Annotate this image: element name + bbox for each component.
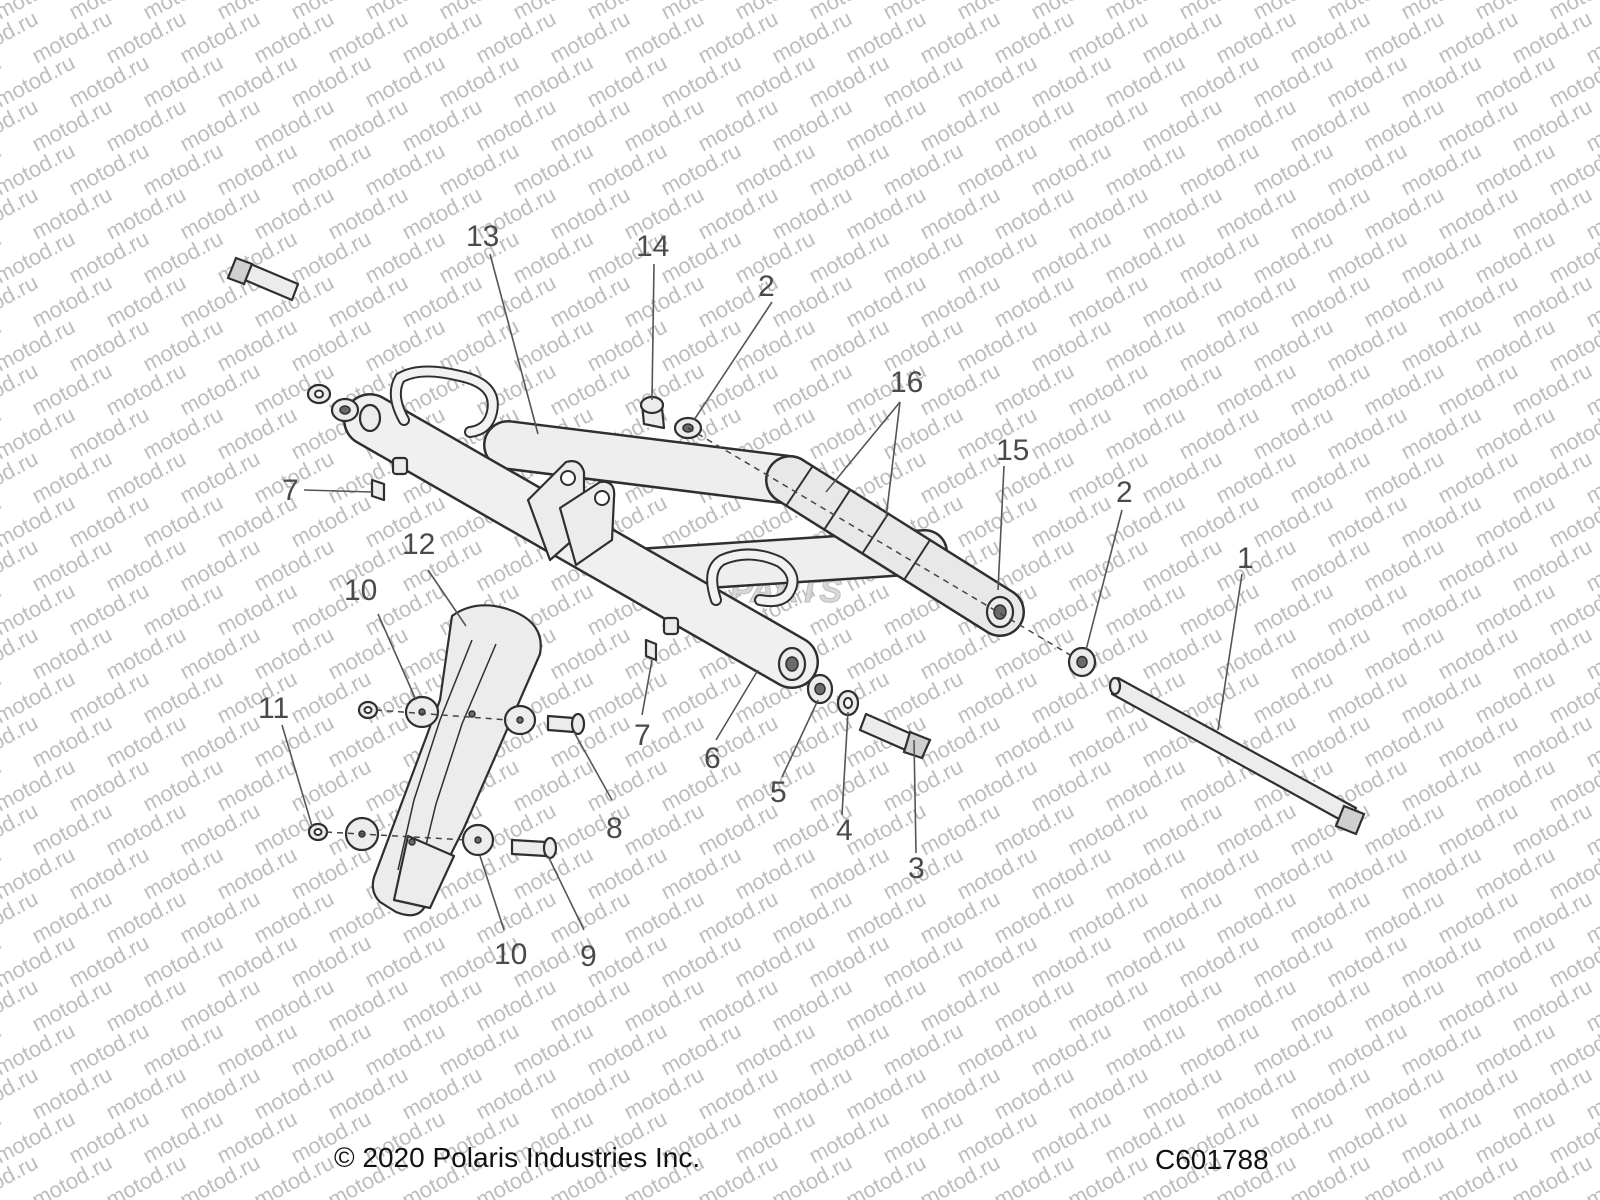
callout-7-upper: 7 <box>282 474 299 507</box>
callout-6: 6 <box>704 742 721 775</box>
callout-2-right: 2 <box>1116 476 1133 509</box>
pivot-shaft <box>1108 676 1366 836</box>
callout-13: 13 <box>466 220 499 253</box>
bushing-and-washer-top <box>639 395 703 440</box>
leader-lines <box>281 253 1243 931</box>
swing-arm-assembly <box>343 365 1025 689</box>
limiter-strap-group <box>307 604 586 917</box>
callout-9: 9 <box>580 940 597 973</box>
callout-16: 16 <box>890 366 923 399</box>
callout-7-lower: 7 <box>634 719 651 752</box>
callout-10-lower: 10 <box>494 938 527 971</box>
callout-1: 1 <box>1237 542 1254 575</box>
callout-2-top: 2 <box>758 270 775 303</box>
left-pivot-bolt-group <box>226 256 360 423</box>
callout-4: 4 <box>836 814 853 847</box>
figure-id: C601788 <box>1155 1144 1269 1175</box>
callout-10-upper: 10 <box>344 574 377 607</box>
callout-15: 15 <box>996 434 1029 467</box>
callout-14: 14 <box>636 230 669 263</box>
callout-labels: 1 2 2 3 4 5 6 7 7 8 9 10 10 11 12 13 14 … <box>258 220 1254 973</box>
copyright-notice: © 2020 Polaris Industries Inc. <box>334 1142 701 1173</box>
callout-3: 3 <box>908 852 925 885</box>
washer-right <box>1067 646 1097 678</box>
end-hardware <box>806 673 932 760</box>
callout-12: 12 <box>402 528 435 561</box>
grease-fittings <box>370 478 658 662</box>
callout-8: 8 <box>606 812 623 845</box>
callout-5: 5 <box>770 776 787 809</box>
callout-11: 11 <box>258 692 289 725</box>
